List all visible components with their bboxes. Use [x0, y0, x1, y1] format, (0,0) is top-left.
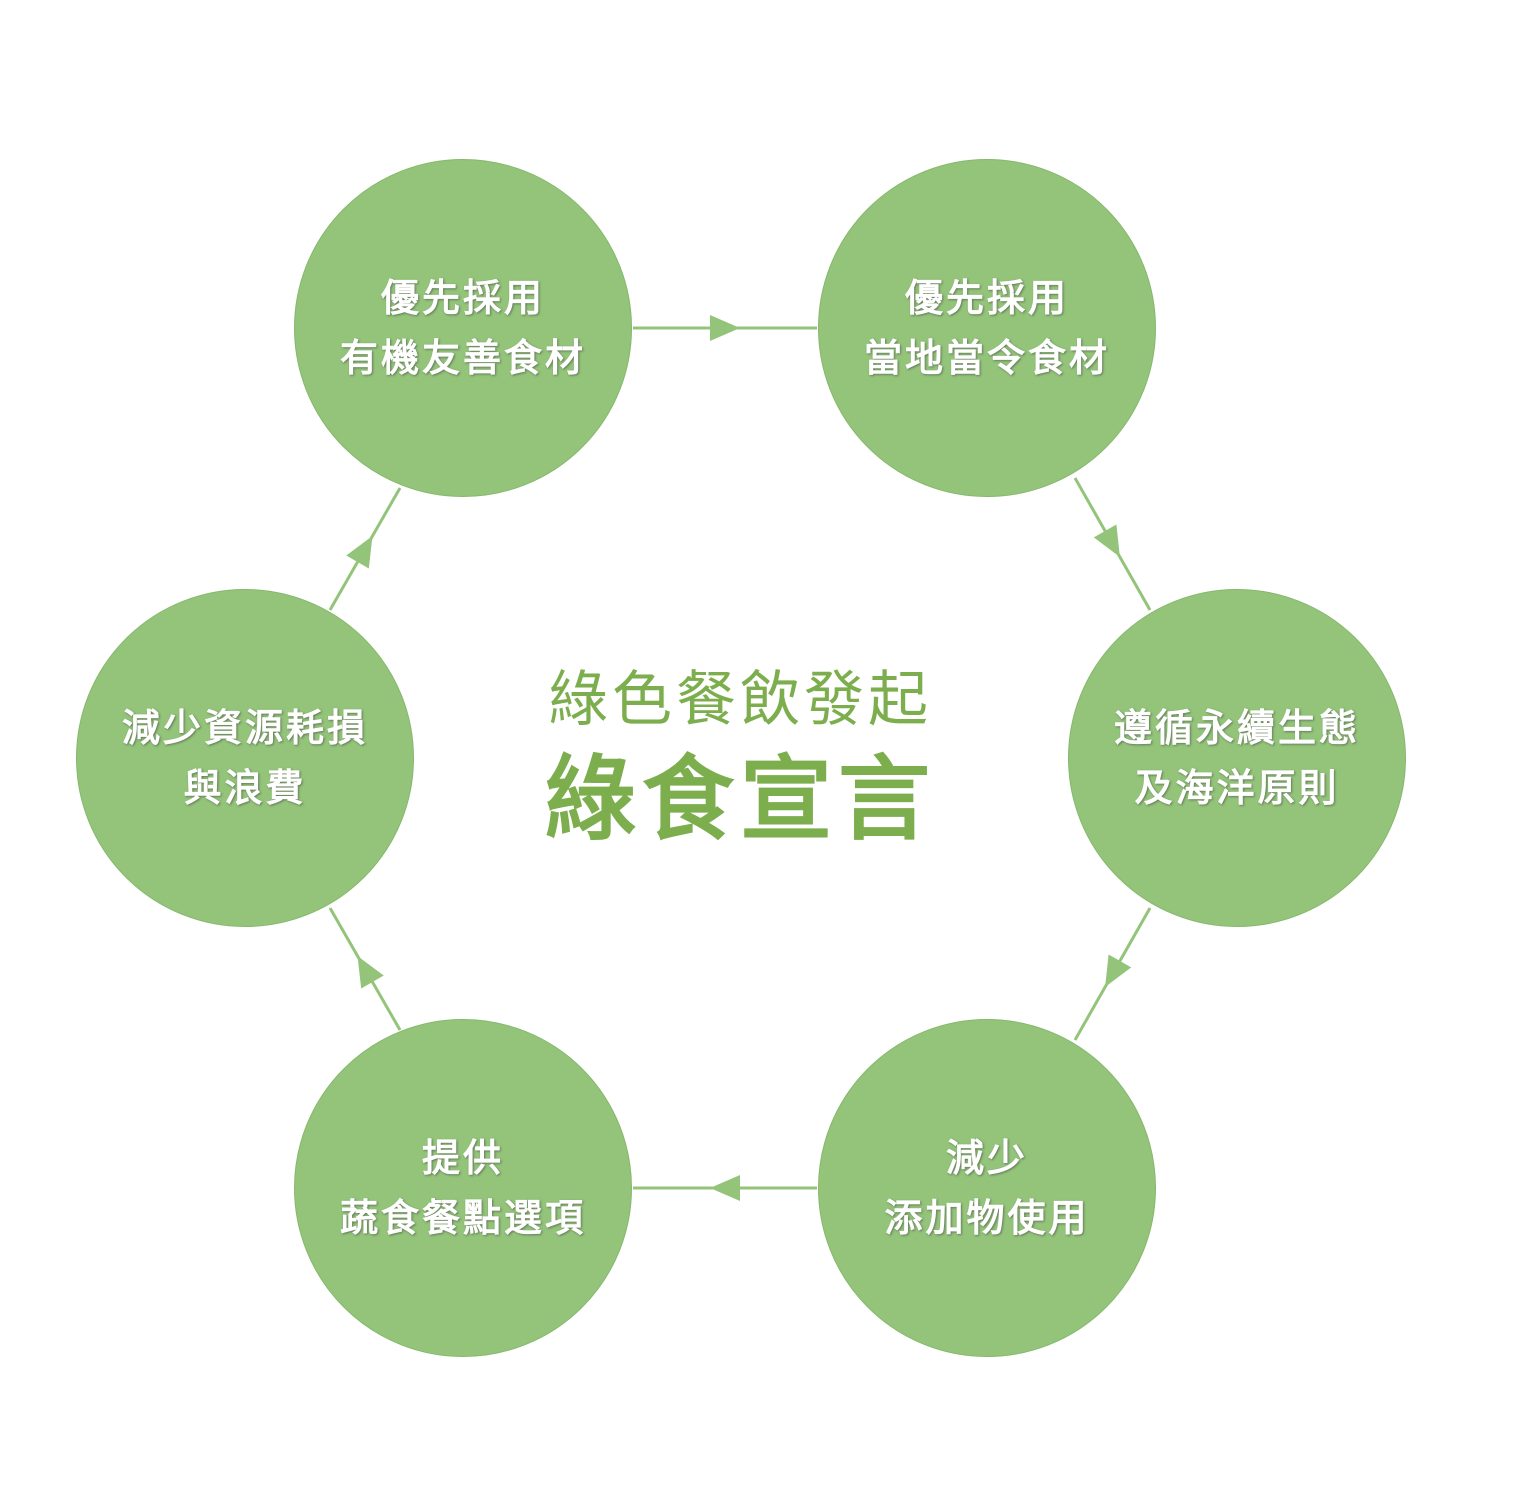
node-reduce-waste: 減少資源耗損 與浪費 — [76, 589, 414, 927]
node-reduce-additives: 減少 添加物使用 — [818, 1019, 1156, 1357]
center-title: 綠食宣言 — [543, 746, 936, 853]
node-label-line1: 提供 — [421, 1136, 504, 1180]
arrowhead-icon — [1105, 954, 1132, 988]
arrowhead-icon — [710, 1175, 740, 1201]
arrowhead-icon — [710, 315, 740, 341]
node-label-line1: 遵循永續生態 — [1113, 706, 1360, 750]
node-label-line2: 及海洋原則 — [1134, 766, 1340, 810]
center-heading: 綠色餐飲發起 綠食宣言 — [530, 655, 950, 855]
center-subtitle: 綠色餐飲發起 — [548, 665, 932, 735]
node-label-line1: 優先採用 — [904, 276, 1069, 320]
node-label-line1: 減少資源耗損 — [121, 706, 368, 750]
node-label-line1: 減少 — [945, 1136, 1028, 1180]
node-label-line1: 優先採用 — [380, 276, 545, 320]
node-vegetarian-options: 提供 蔬食餐點選項 — [294, 1019, 632, 1357]
arrowhead-icon — [346, 535, 373, 569]
node-label-line2: 蔬食餐點選項 — [339, 1196, 586, 1240]
node-label-line2: 當地當令食材 — [863, 336, 1110, 380]
node-label-line2: 有機友善食材 — [339, 336, 586, 380]
node-sustainable-ecology: 遵循永續生態 及海洋原則 — [1068, 589, 1406, 927]
node-label-line2: 添加物使用 — [884, 1196, 1090, 1240]
arrowhead-icon — [1093, 524, 1120, 558]
node-local-seasonal-ingredients: 優先採用 當地當令食材 — [818, 159, 1156, 497]
arrowhead-icon — [357, 955, 384, 989]
node-organic-ingredients: 優先採用 有機友善食材 — [294, 159, 632, 497]
node-label-line2: 與浪費 — [183, 766, 307, 810]
